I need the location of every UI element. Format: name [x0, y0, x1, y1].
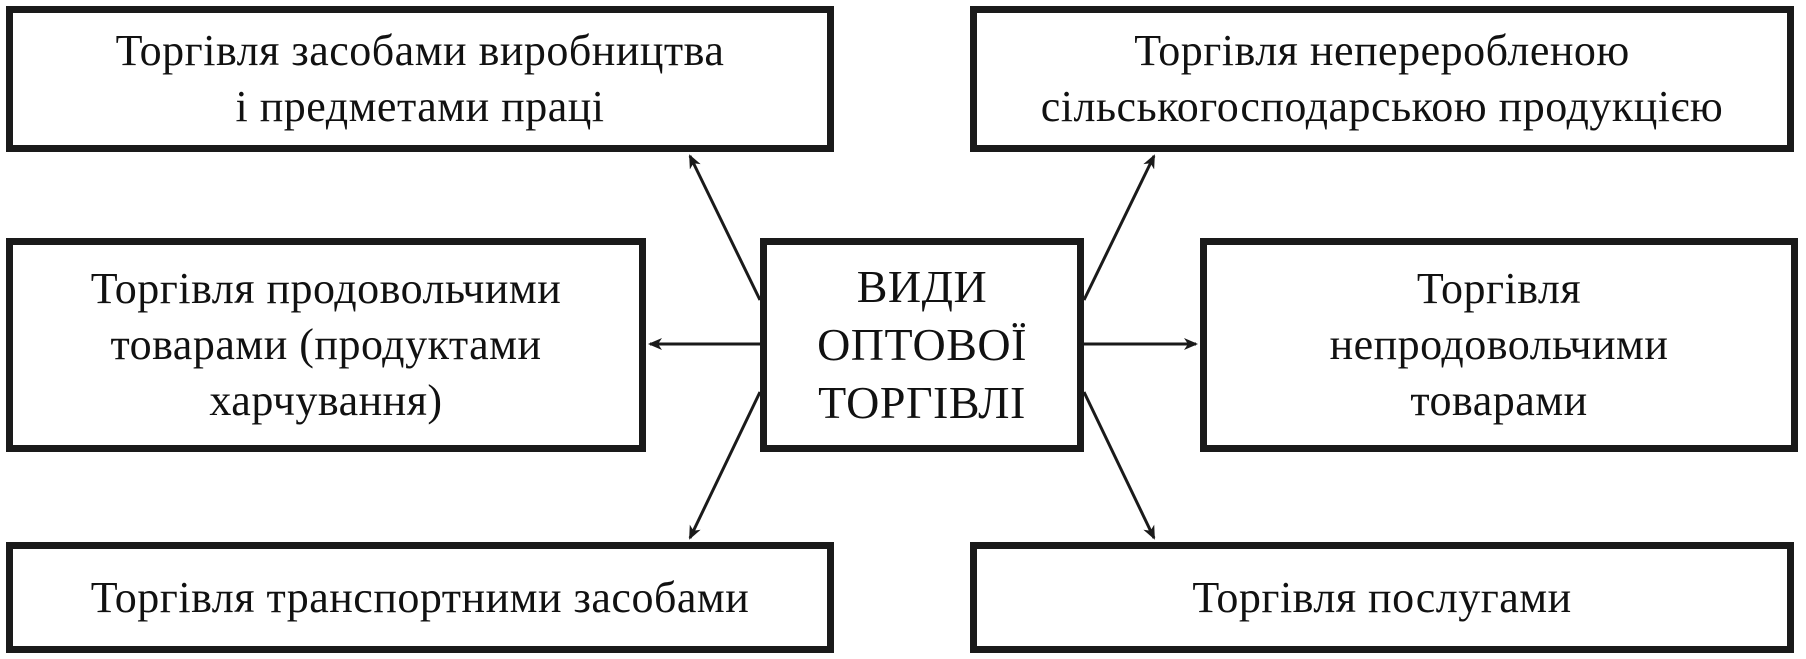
box-line: Торгівля непереробленою [1134, 26, 1630, 75]
center-line: ОПТОВОЇ [817, 319, 1027, 370]
box-line: і предметами праці [235, 82, 605, 131]
box-line: Торгівля послугами [1192, 572, 1572, 622]
box-line: Торгівля засобами виробництва [115, 26, 725, 75]
arrow-to-bottom-right [1082, 391, 1156, 540]
box-line: сільськогосподарською продукцією [1040, 82, 1724, 131]
box-services-trade: Торгівля послугами [970, 542, 1794, 653]
box-food-products-trade: Торгівля продовольчими товарами (продукт… [6, 238, 646, 452]
box-production-means-trade: Торгівля засобами виробництва і предмета… [6, 6, 834, 152]
center-line: ВИДИ [856, 261, 988, 312]
arrow-to-top-right [1082, 154, 1156, 301]
box-line: товарами [1410, 376, 1588, 425]
center-line: ТОРГІВЛІ [818, 377, 1026, 428]
box-line: Торгівля транспортними засобами [90, 572, 750, 622]
box-line: харчування) [209, 376, 443, 425]
box-line: непродовольчими [1329, 320, 1669, 369]
box-vehicles-trade: Торгівля транспортними засобами [6, 542, 834, 653]
center-box-wholesale-types: ВИДИ ОПТОВОЇ ТОРГІВЛІ [760, 238, 1084, 452]
box-line: Торгівля [1416, 264, 1582, 313]
arrow-to-bottom-left [688, 391, 762, 540]
box-non-food-products-trade: Торгівля непродовольчими товарами [1200, 238, 1798, 452]
box-line: Торгівля продовольчими [90, 264, 562, 313]
arrow-to-top-left [688, 154, 762, 301]
box-raw-agricultural-trade: Торгівля непереробленою сільськогосподар… [970, 6, 1794, 152]
box-line: товарами (продуктами [110, 320, 542, 369]
